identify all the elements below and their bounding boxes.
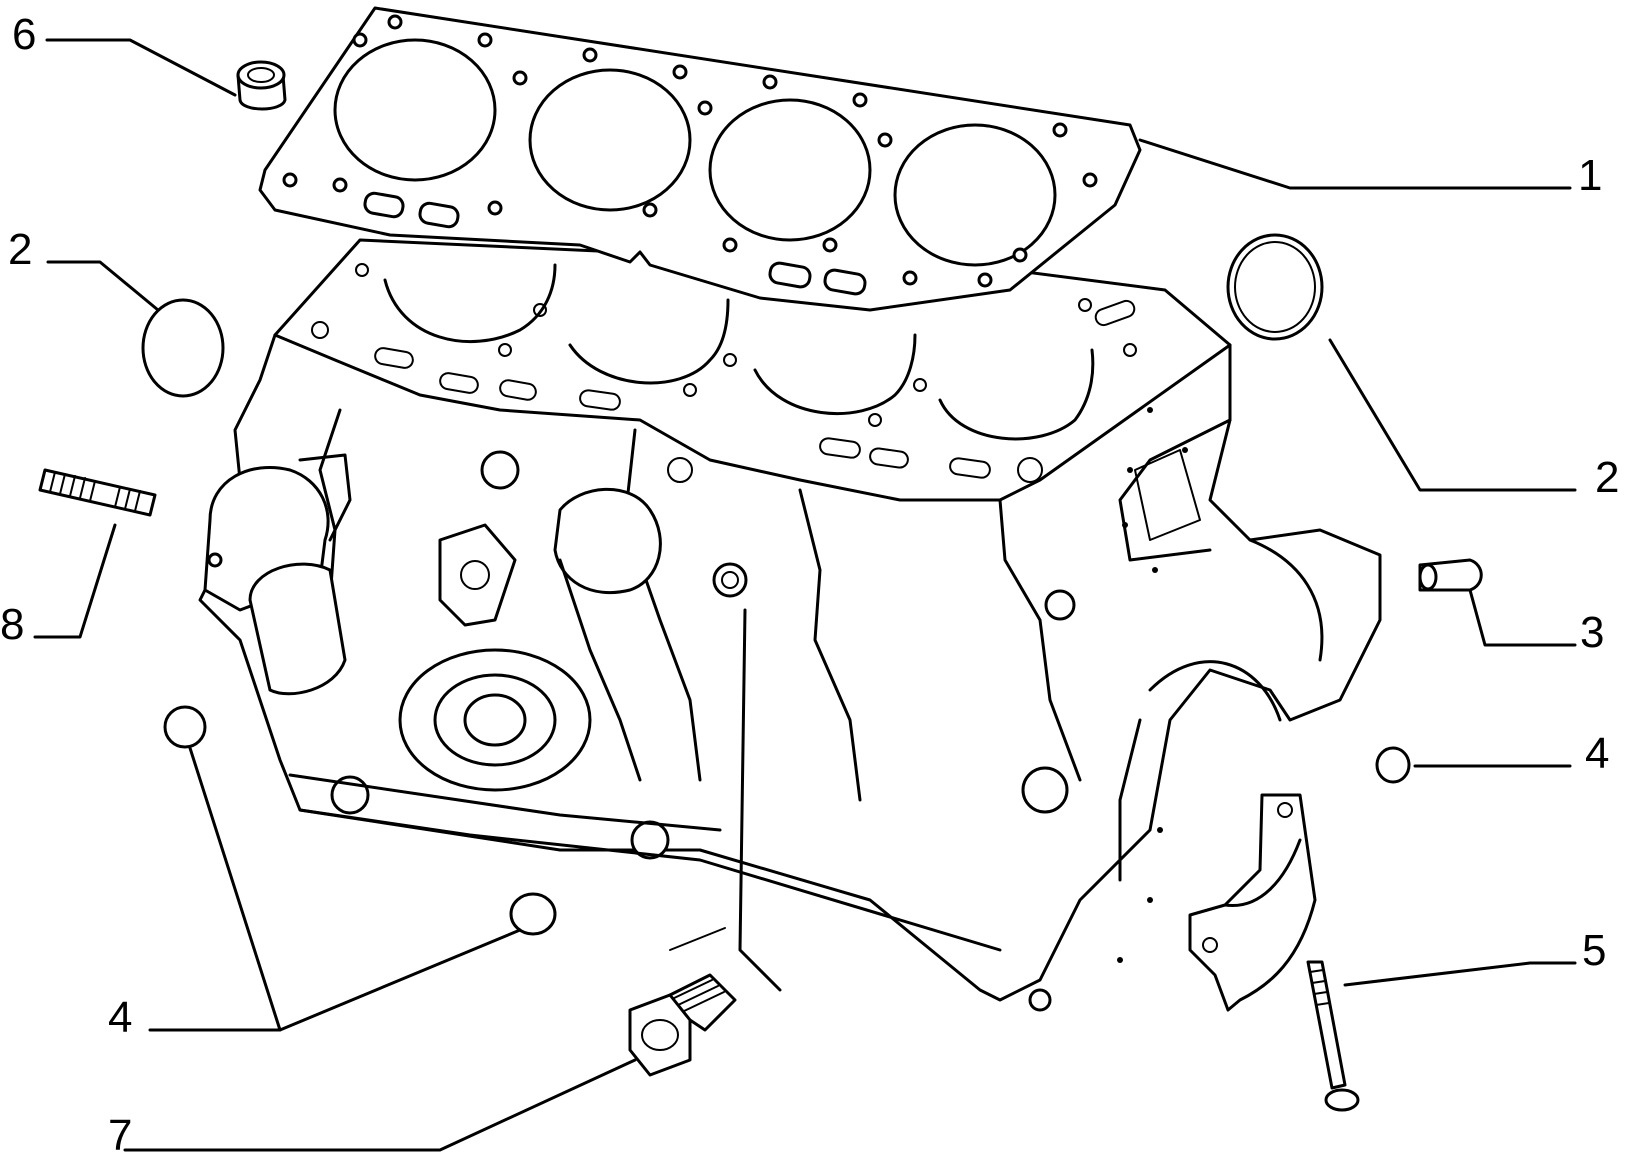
callout-5: 5 [1582, 926, 1606, 975]
threaded-stud [38, 468, 157, 517]
callout-2-right: 2 [1595, 453, 1619, 502]
callout-4-left: 4 [108, 993, 132, 1042]
callout-7: 7 [108, 1111, 132, 1160]
core-plug-left [141, 298, 225, 398]
bearing-cap-bolt [1306, 960, 1360, 1112]
callout-3: 3 [1580, 608, 1604, 657]
expansion-plug-right [1375, 746, 1411, 784]
main-bearing-cap [1188, 793, 1317, 1012]
leader-lines [33, 38, 1577, 1152]
expansion-plug-left-lower [509, 892, 557, 936]
callout-2-left: 2 [8, 225, 32, 274]
dowel-sleeve [236, 60, 287, 111]
callout-1: 1 [1578, 151, 1602, 200]
callout-8: 8 [0, 600, 24, 649]
callout-4-right: 4 [1585, 729, 1609, 778]
plug-part-3 [1418, 558, 1483, 592]
head-gasket [258, 6, 1142, 312]
engine-block [198, 238, 1382, 1012]
core-plug-right [1226, 233, 1324, 341]
drain-plug [628, 973, 737, 1077]
expansion-plug-left-upper [163, 705, 207, 749]
callout-6: 6 [12, 10, 36, 59]
